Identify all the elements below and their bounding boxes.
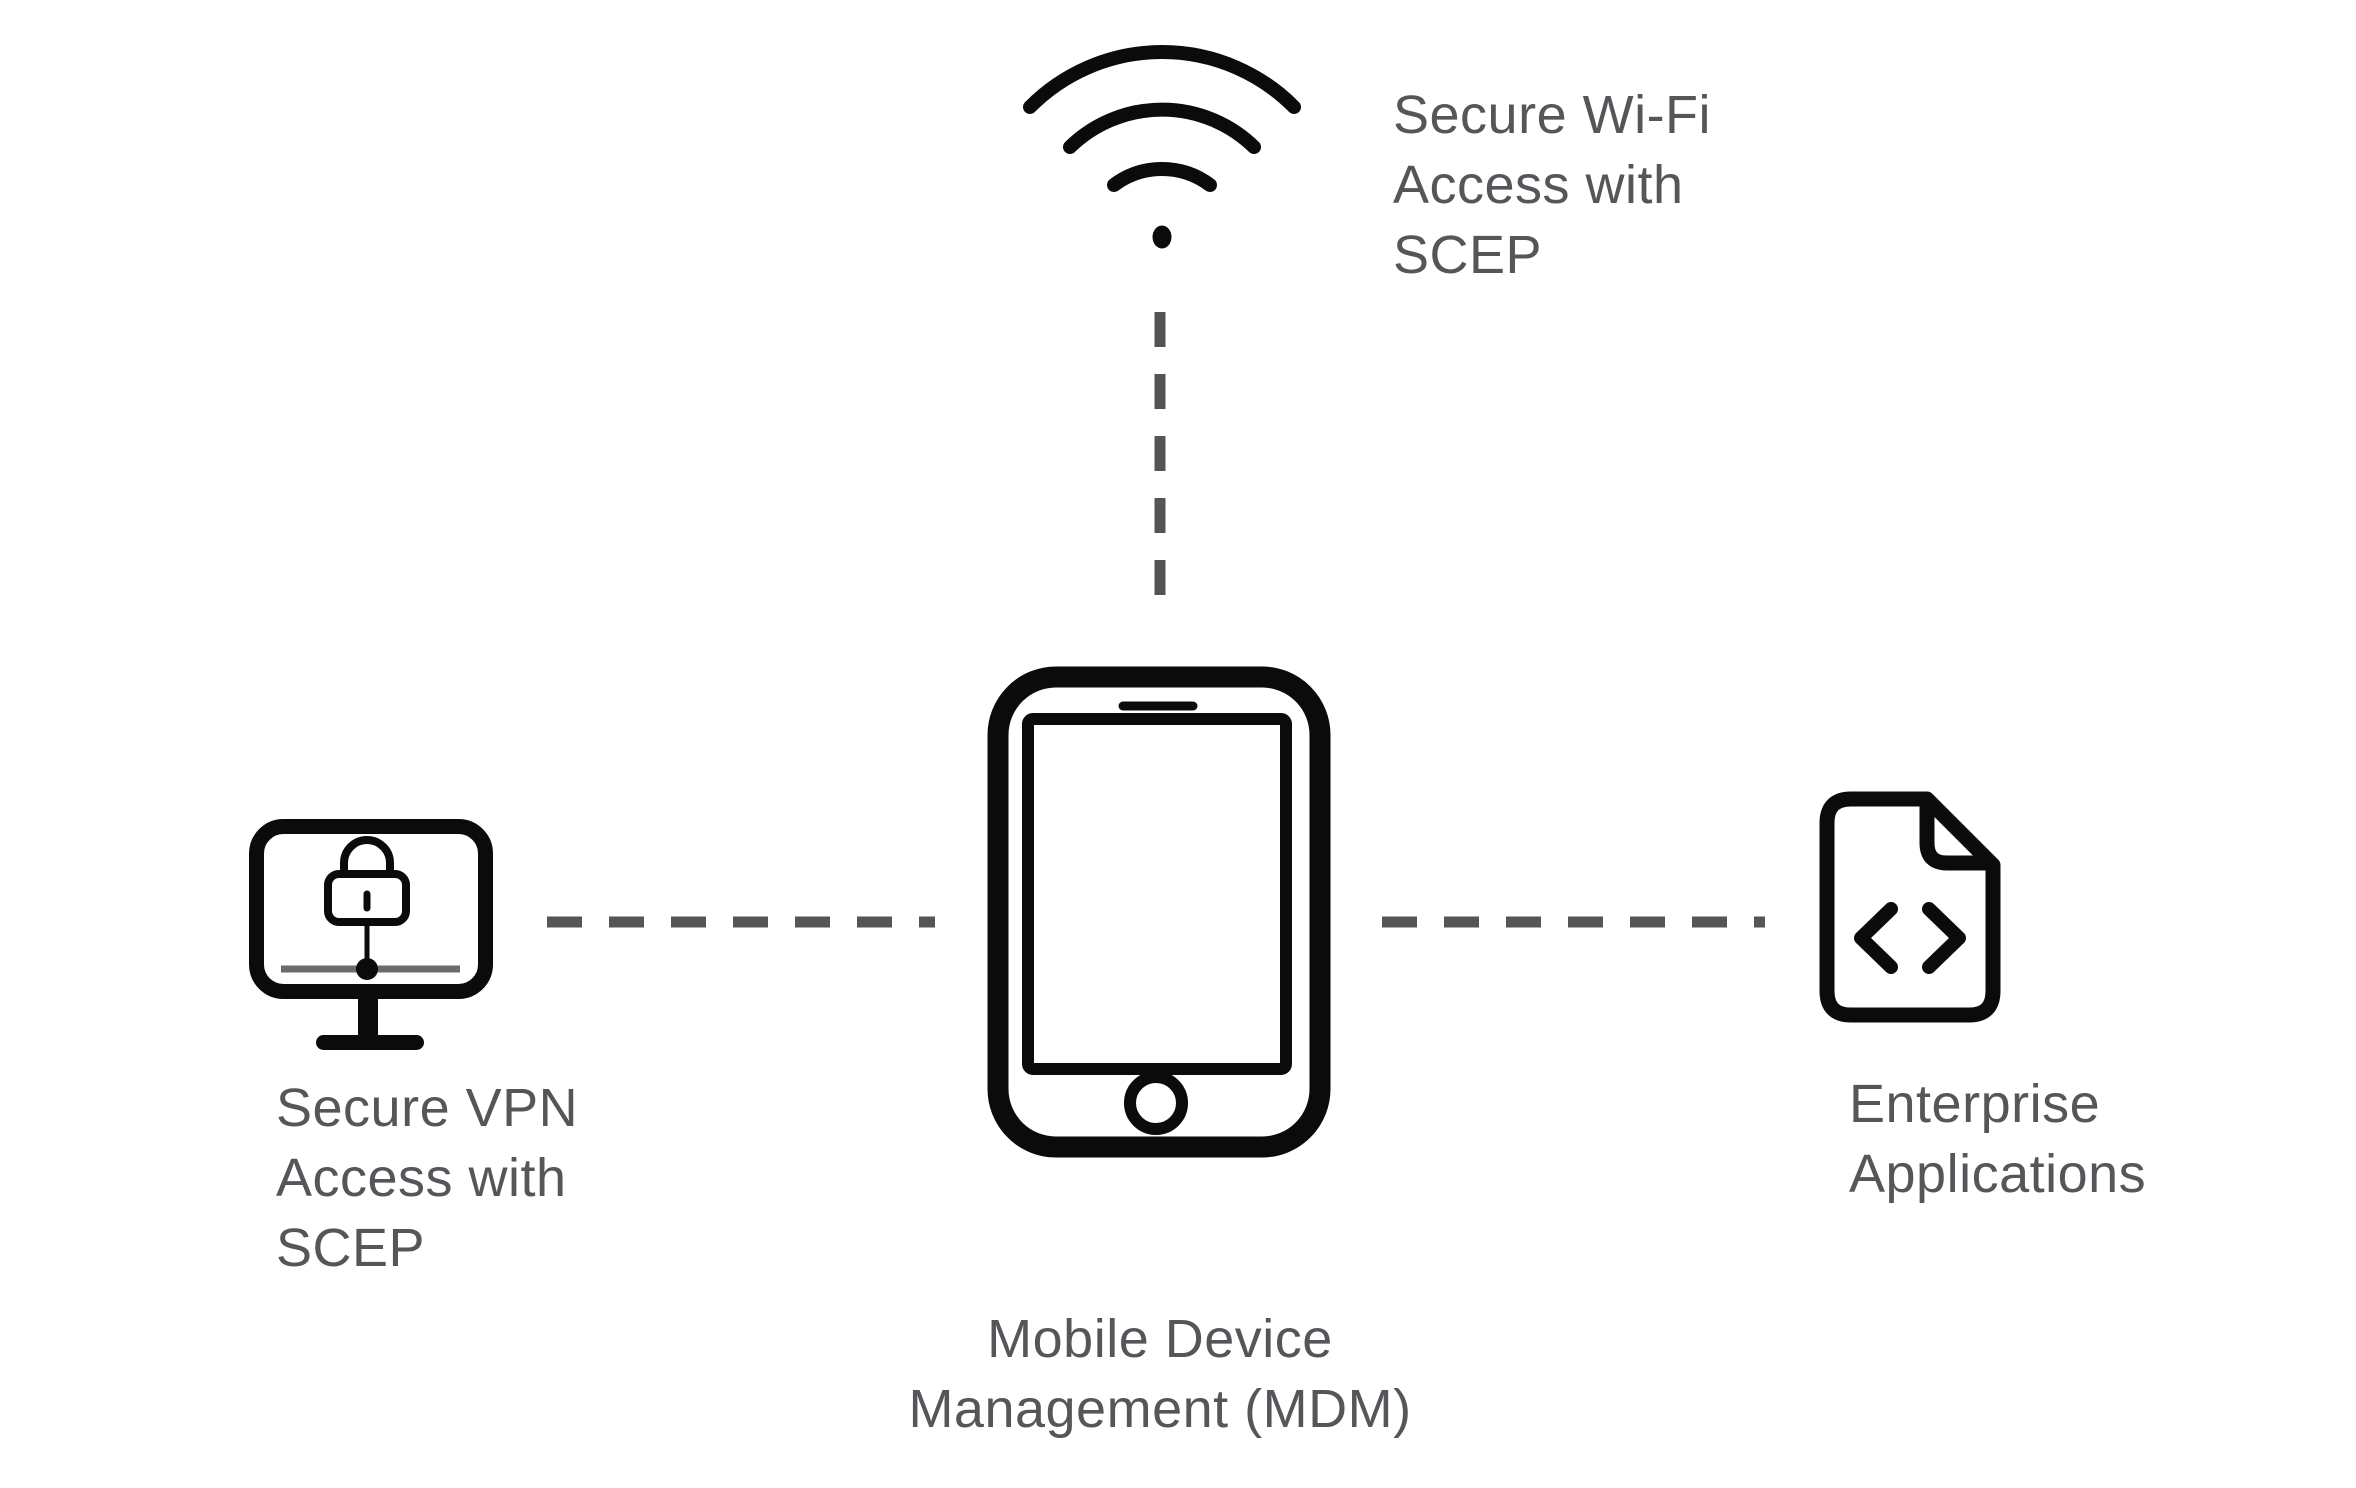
node-apps <box>1819 791 2001 1023</box>
mdm-label: Mobile Device Management (MDM) <box>908 1309 1412 1439</box>
wifi-icon <box>1023 45 1301 249</box>
vpn-label: Secure VPN Access with SCEP <box>276 1078 579 1278</box>
node-wifi <box>1022 25 1302 255</box>
wifi-label: Secure Wi-Fi Access with SCEP <box>1393 85 1712 285</box>
connector-wifi-mdm <box>1154 312 1166 598</box>
node-mdm <box>987 666 1331 1158</box>
monitor-lock-icon <box>249 819 493 1050</box>
connector-mdm-apps <box>1382 916 1765 928</box>
connector-vpn-mdm <box>547 916 935 928</box>
node-vpn <box>248 818 494 1052</box>
file-code-icon <box>1819 791 2001 1023</box>
apps-label: Enterprise Applications <box>1849 1074 2147 1204</box>
smartphone-icon <box>987 666 1331 1158</box>
